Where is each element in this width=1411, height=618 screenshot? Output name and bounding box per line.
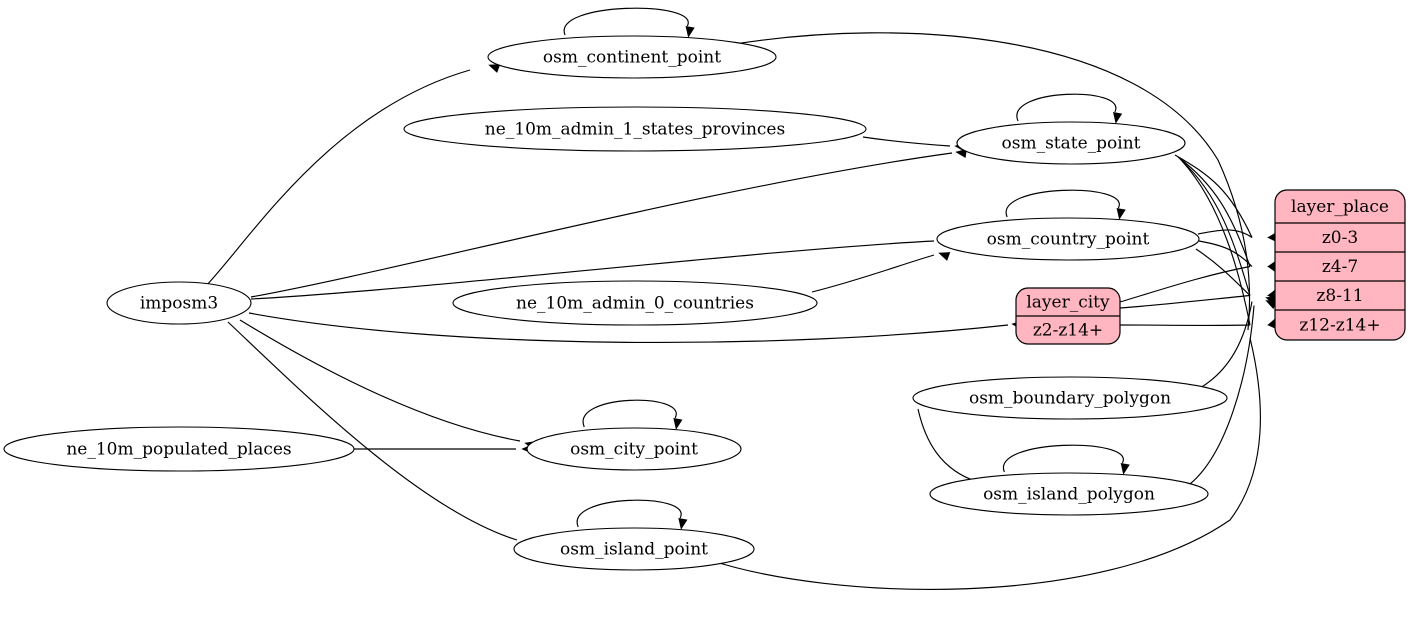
node-ne_10m_populated_places[interactable]: ne_10m_populated_places: [3, 426, 355, 472]
edge-boundary-z811: [1199, 301, 1253, 389]
record-node-layer_place[interactable]: layer_place z0-3 z4-7 z8-11 z12-z14+: [1274, 189, 1406, 341]
edge-imposm3-state: [250, 152, 953, 298]
self-loop-osm_state_point: [1016, 93, 1117, 122]
record-row-layer_city[interactable]: layer_city: [1026, 293, 1110, 313]
edge-arrowhead: [938, 252, 951, 261]
node-osm_island_point[interactable]: osm_island_point: [513, 527, 755, 571]
node-label: osm_continent_point: [543, 48, 721, 68]
node-label: imposm3: [140, 294, 218, 314]
record-row-z2-z14+[interactable]: z2-z14+: [1033, 321, 1103, 341]
node-label: osm_city_point: [570, 440, 698, 460]
node-label: ne_10m_admin_1_states_provinces: [485, 120, 785, 140]
node-layer: imposm3 osm_continent_point ne_10m_admin_1…: [3, 35, 1406, 571]
node-shape: [106, 281, 252, 325]
edge-layer: [204, 7, 1280, 590]
node-shape: [513, 527, 755, 571]
node-osm_boundary_polygon[interactable]: osm_boundary_polygon: [912, 376, 1228, 420]
node-shape: [956, 121, 1186, 165]
record-row-z0-3[interactable]: z0-3: [1322, 228, 1358, 248]
node-shape: [403, 106, 867, 152]
node-osm_country_point[interactable]: osm_country_point: [936, 217, 1200, 261]
edge-ne1-state: [862, 136, 951, 147]
record-row-z12-z14+[interactable]: z12-z14+: [1299, 316, 1380, 336]
edge-arrowhead: [488, 64, 501, 73]
node-ne_10m_admin_1_states_provinces[interactable]: ne_10m_admin_1_states_provinces: [403, 106, 867, 152]
node-label: osm_island_polygon: [983, 485, 1155, 505]
edge-imposm3-continent: [204, 69, 471, 288]
edge-city-z811: [1119, 294, 1251, 309]
edge-country-z47: [1198, 240, 1253, 267]
edge-state-z12: [1181, 160, 1251, 326]
node-label: osm_boundary_polygon: [969, 389, 1171, 409]
self-loop-osm_country_point: [1005, 189, 1120, 218]
node-osm_island_polygon[interactable]: osm_island_polygon: [929, 472, 1209, 516]
edge-imposm3-islandpoint: [227, 321, 518, 541]
record-background: [1274, 189, 1406, 341]
node-label: osm_state_point: [1002, 134, 1141, 154]
self-loop-osm_continent_point: [563, 7, 689, 36]
node-osm_continent_point[interactable]: osm_continent_point: [487, 35, 777, 79]
edge-country-z03: [1197, 229, 1253, 238]
edge-arrowhead: [1113, 112, 1123, 124]
record-node-layer_city[interactable]: layer_city z2-z14+: [1015, 287, 1121, 345]
edge-arrowhead: [685, 26, 695, 38]
edge-arrowhead: [673, 418, 683, 430]
edge-boundary-islandpoly: [917, 408, 979, 483]
node-shape: [452, 280, 818, 326]
record-row-z8-11[interactable]: z8-11: [1316, 286, 1363, 306]
edge-country-z811: [1195, 248, 1251, 296]
node-shape: [929, 472, 1209, 516]
self-loop-osm_city_point: [582, 399, 677, 428]
node-osm_state_point[interactable]: osm_state_point: [956, 121, 1186, 165]
edge-islandpoint-place-z12: [709, 337, 1261, 590]
node-osm_city_point[interactable]: osm_city_point: [526, 427, 742, 471]
edge-arrowhead: [1116, 208, 1126, 220]
edge-islandpoly-z811: [1189, 305, 1255, 485]
self-loop-osm_island_point: [576, 499, 682, 528]
edge-state-z47: [1177, 156, 1251, 267]
edge-imposm3-country: [250, 240, 935, 300]
node-label: osm_island_point: [560, 540, 708, 560]
node-shape: [526, 427, 742, 471]
edge-ne0-country: [811, 254, 935, 293]
edge-imposm3-layercity: [248, 312, 1009, 344]
self-loop-osm_island_polygon: [1003, 444, 1124, 473]
node-label: ne_10m_populated_places: [66, 440, 291, 460]
node-label: ne_10m_admin_0_countries: [516, 294, 754, 314]
node-label: osm_country_point: [987, 230, 1150, 250]
edge-arrowhead: [955, 148, 967, 159]
edge-arrowhead: [1120, 463, 1130, 475]
node-shape: [3, 426, 355, 472]
edge-imposm3-citypoint: [239, 319, 521, 442]
record-row-z4-7[interactable]: z4-7: [1322, 257, 1358, 277]
node-shape: [487, 35, 777, 79]
edge-state-z811: [1179, 158, 1251, 296]
record-row-layer_place[interactable]: layer_place: [1291, 197, 1389, 217]
node-shape: [912, 376, 1228, 420]
node-imposm3[interactable]: imposm3: [106, 281, 252, 325]
edge-city-z47: [1119, 265, 1251, 303]
edge-arrowhead: [678, 518, 688, 530]
edge-state-z03: [1174, 154, 1253, 238]
edge-continent-place-z12: [734, 32, 1251, 331]
node-shape: [936, 217, 1200, 261]
node-ne_10m_admin_0_countries[interactable]: ne_10m_admin_0_countries: [452, 280, 818, 326]
